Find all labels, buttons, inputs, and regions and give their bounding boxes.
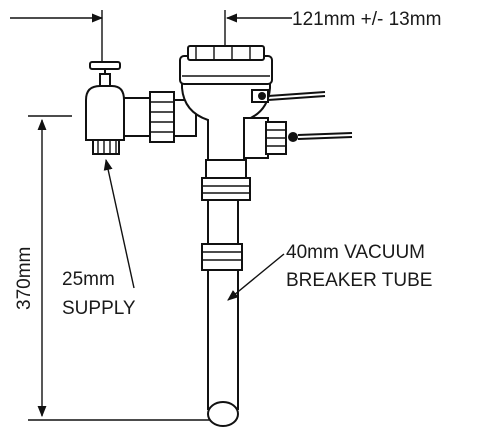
lower-valve [201, 159, 251, 271]
supply-stop-body [85, 85, 125, 155]
supply-label: SUPPLY [62, 298, 136, 319]
vacuum-breaker-tube [207, 270, 239, 427]
height-dimension-label: 370mm [14, 247, 35, 310]
width-dimension: 121mm +/- 13mm [10, 9, 441, 62]
flush-handle-coupling [243, 117, 353, 159]
vacuum-callout: 40mm VACUUM BREAKER TUBE [227, 242, 432, 301]
upper-wire [251, 89, 326, 103]
supply-stop-handle [89, 61, 121, 87]
supply-size-label: 25mm [62, 269, 115, 290]
supply-callout: 25mm SUPPLY [62, 158, 136, 319]
width-dimension-label: 121mm +/- 13mm [292, 9, 441, 30]
vacuum-label: BREAKER TUBE [286, 270, 432, 291]
height-dimension: 370mm [14, 115, 210, 421]
vacuum-size-label: 40mm VACUUM [286, 242, 425, 263]
